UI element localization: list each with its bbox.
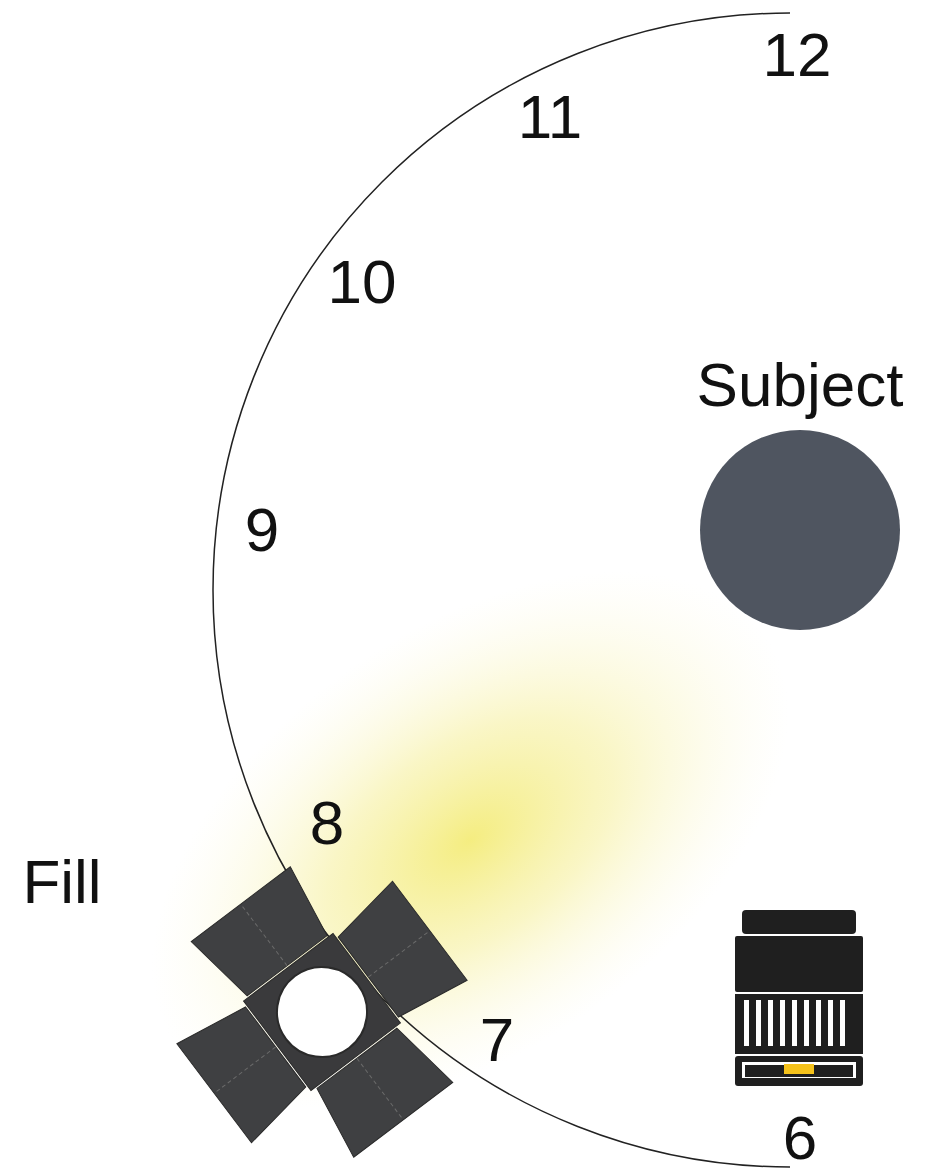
subject-node: Subject [697, 351, 904, 630]
camera-icon [735, 910, 863, 1086]
light-label: Fill [22, 848, 101, 916]
subject-circle [700, 430, 900, 630]
clock-position: 9 [245, 496, 279, 564]
clock-position: 7 [480, 1006, 514, 1074]
clock-position: 12 [763, 21, 832, 89]
clock-position: 8 [310, 789, 344, 857]
clock-arc [213, 13, 790, 1167]
clock-position: 6 [783, 1104, 817, 1172]
subject-shape [700, 430, 900, 630]
clock-position: 10 [328, 248, 397, 316]
subject-label: Subject [697, 351, 904, 419]
clock-position: 11 [518, 83, 582, 151]
fill-lamp [133, 823, 511, 1175]
